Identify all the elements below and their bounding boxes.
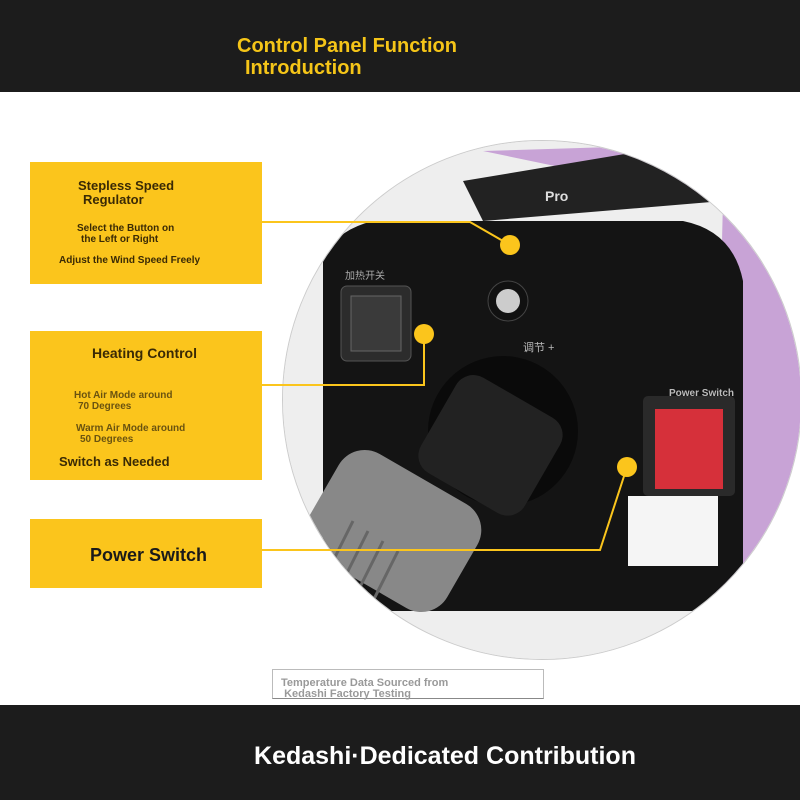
callout-title: Power Switch [90,545,208,565]
temperature-source-note: Temperature Data Sourced from Kedashi Fa… [272,669,544,700]
speed-label: 调节 + [523,341,554,354]
note-line2: Kedashi Factory Testing [284,688,411,700]
callout-text: Select the Button on [77,223,175,234]
callout-title: Heating Control [92,345,197,361]
callout-text: the Left or Right [81,234,159,245]
power-switch-label: Power Switch [669,388,734,399]
callout-text: 70 Degrees [78,401,132,412]
callout-speed-regulator: Stepless Speed Regulator Select the Butt… [30,162,262,284]
callout-title: Regulator [83,192,144,207]
callout-text: 50 Degrees [80,434,134,445]
header-band [0,0,800,92]
product-image-dryer-panel: Pro 加热开关 Power Switch 调节 + [282,140,800,660]
header-title-line1: Control Panel Function [237,35,457,57]
note-line1: Temperature Data Sourced from [281,677,449,689]
callout-title: Stepless Speed [78,178,175,193]
heat-switch-label: 加热开关 [345,269,385,282]
callout-text: Warm Air Mode around [76,423,186,434]
footer-slogan: Kedashi·Dedicated Contribution [254,742,636,770]
callout-text: Switch as Needed [59,454,170,469]
footer-band [0,705,800,800]
callout-text: Hot Air Mode around [74,390,173,401]
header-title-line2: Introduction [245,57,362,79]
callout-text: Adjust the Wind Speed Freely [59,255,201,266]
callout-power-switch: Power Switch [30,519,262,588]
callout-heating-control: Heating Control Hot Air Mode around 70 D… [30,331,262,480]
brand-label: Pro [545,188,568,204]
